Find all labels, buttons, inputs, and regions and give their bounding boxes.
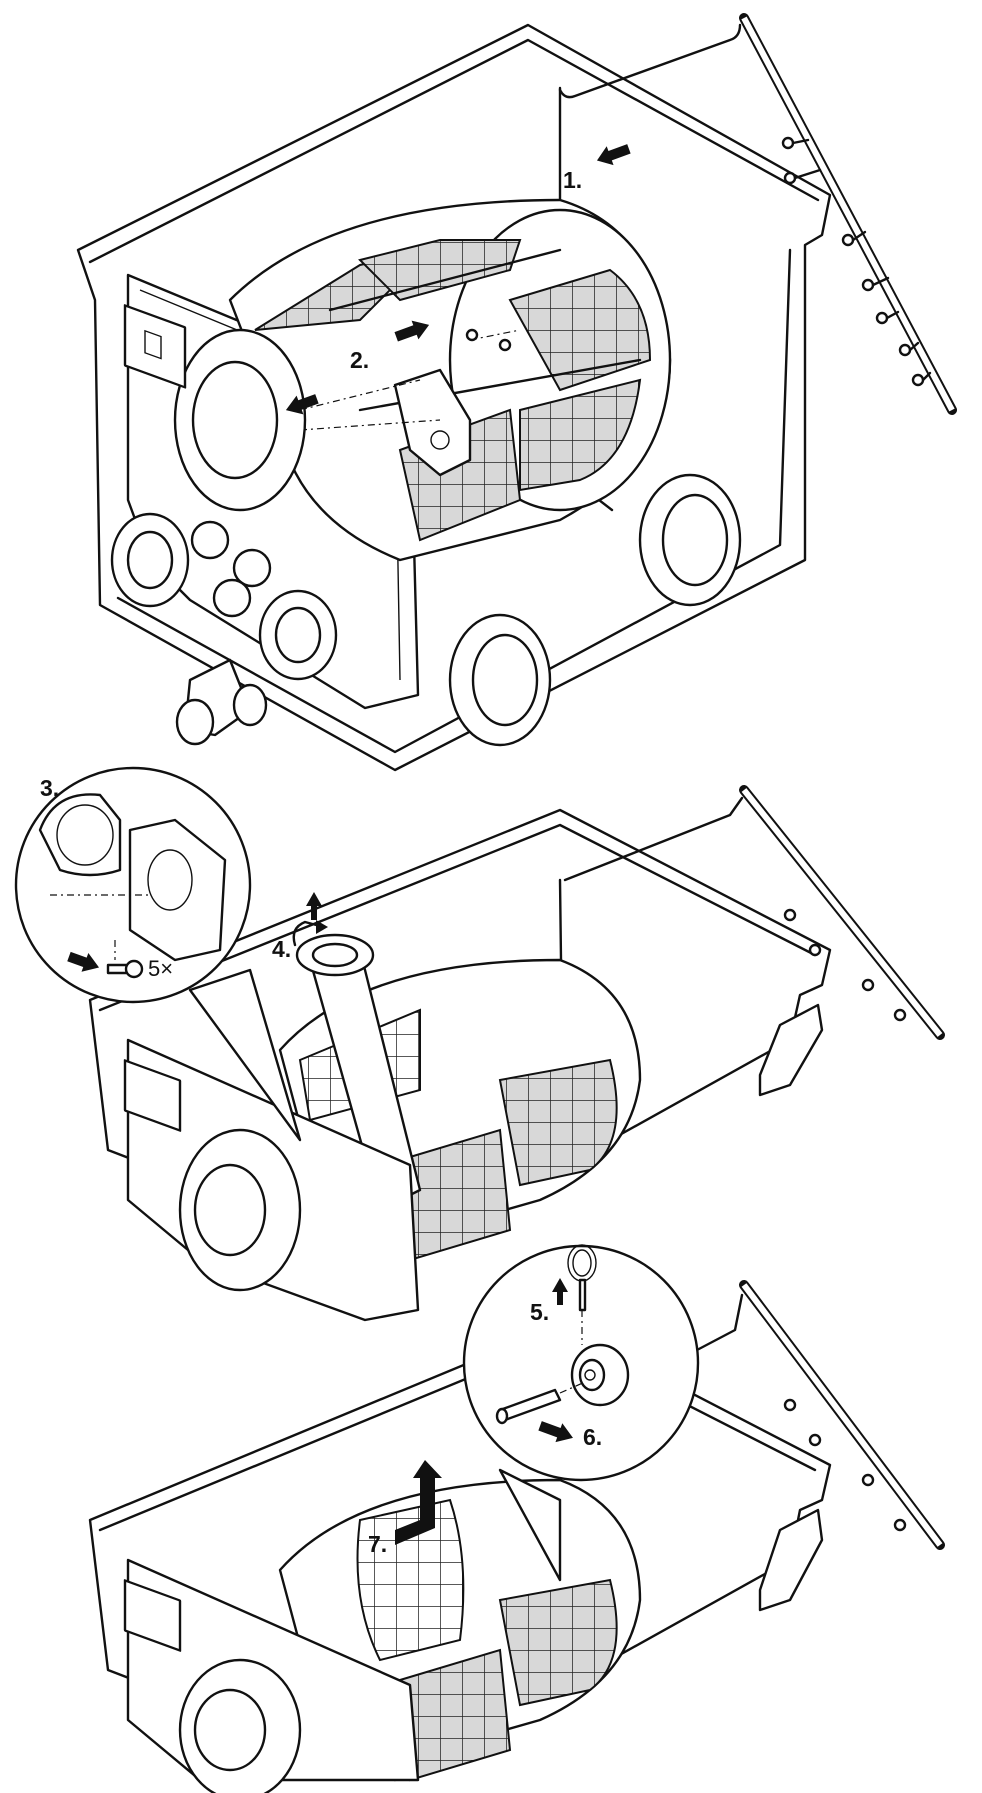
detail-zoom-circle: 5×	[14, 766, 302, 1142]
push-arrow-icon	[67, 951, 100, 972]
step-3-label: 3.	[40, 775, 59, 801]
push-arrow-icon	[394, 320, 430, 342]
manifold-nozzles	[781, 136, 932, 387]
panel-2-filter-removal: 5× 3. 4.	[14, 766, 945, 1322]
step-5-label: 5.	[530, 1299, 549, 1325]
rotate-arrow-icon	[292, 920, 322, 947]
step-2-label: 2.	[350, 347, 369, 373]
outlet-rings	[448, 473, 742, 747]
screw-quantity: 5×	[148, 956, 173, 981]
lift-arrow-icon	[395, 1460, 442, 1545]
filter-drum	[228, 198, 672, 562]
pin-icon	[495, 1388, 562, 1425]
step-6-label: 6.	[583, 1424, 602, 1450]
screw-icon	[106, 959, 144, 979]
push-arrow-icon	[285, 394, 319, 415]
step-7-label: 7.	[368, 1531, 387, 1557]
push-arrow-icon	[596, 144, 631, 166]
step-4-label: 4.	[272, 936, 291, 962]
lift-arrow-icon	[306, 892, 322, 920]
panel-1-overview: 1. 2.	[76, 13, 957, 772]
panel-3-pin-removal: 5. 6. 7.	[88, 1244, 945, 1793]
ring-pin-icon	[567, 1244, 597, 1312]
lift-arrow-icon	[552, 1278, 568, 1305]
push-arrow-icon	[538, 1421, 573, 1443]
inlet-ports	[110, 328, 338, 746]
detail-zoom-circle: 5. 6.	[462, 1244, 700, 1582]
step-1-label: 1.	[563, 167, 582, 193]
